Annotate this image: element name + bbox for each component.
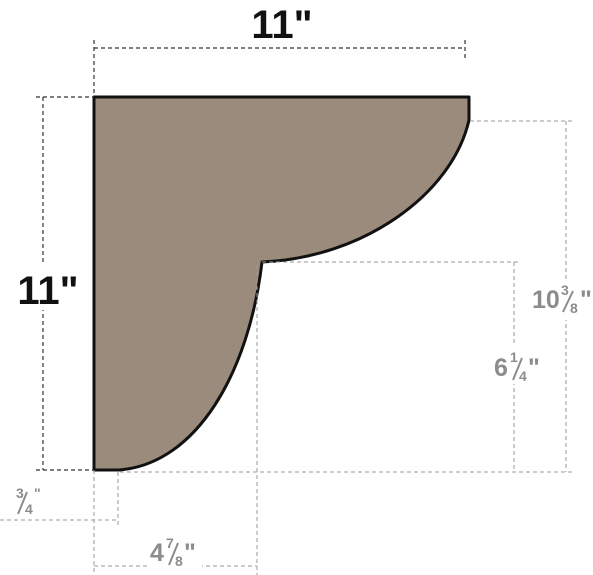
- right-step-unit: ": [528, 354, 540, 382]
- bottom-step-unit: ": [184, 539, 196, 567]
- right-overall-den: 8: [570, 300, 578, 316]
- bottom-toe-num: 3: [16, 485, 24, 501]
- molding-profile-shape: [92, 95, 471, 472]
- right-step-num: 1: [510, 349, 518, 365]
- left-height-dimension: [36, 96, 94, 471]
- bottom-toe-label: 3 4 ": [12, 485, 48, 517]
- bottom-toe-dimension: [0, 470, 119, 575]
- bottom-step-den: 8: [175, 553, 183, 569]
- right-step-den: 4: [519, 368, 527, 384]
- bottom-step-dimension: [94, 265, 258, 575]
- right-step-label: 6 1 4 ": [492, 346, 540, 384]
- right-step-whole: 6: [494, 354, 508, 382]
- right-overall-num: 3: [561, 282, 569, 298]
- bottom-toe-den: 4: [25, 501, 33, 517]
- top-width-dimension: [93, 40, 466, 95]
- bottom-step-num: 7: [166, 535, 174, 551]
- bottom-step-whole: 4: [150, 539, 164, 567]
- right-overall-whole: 10: [532, 286, 560, 314]
- right-overall-unit: ": [580, 286, 592, 314]
- bottom-step-label: 4 7 8 ": [148, 534, 202, 569]
- right-overall-label: 10 3 8 ": [527, 280, 593, 320]
- bottom-toe-unit: ": [34, 485, 41, 501]
- right-step-dimension: [262, 261, 520, 472]
- top-width-label: 11": [251, 3, 312, 47]
- left-height-label: 11": [17, 269, 78, 313]
